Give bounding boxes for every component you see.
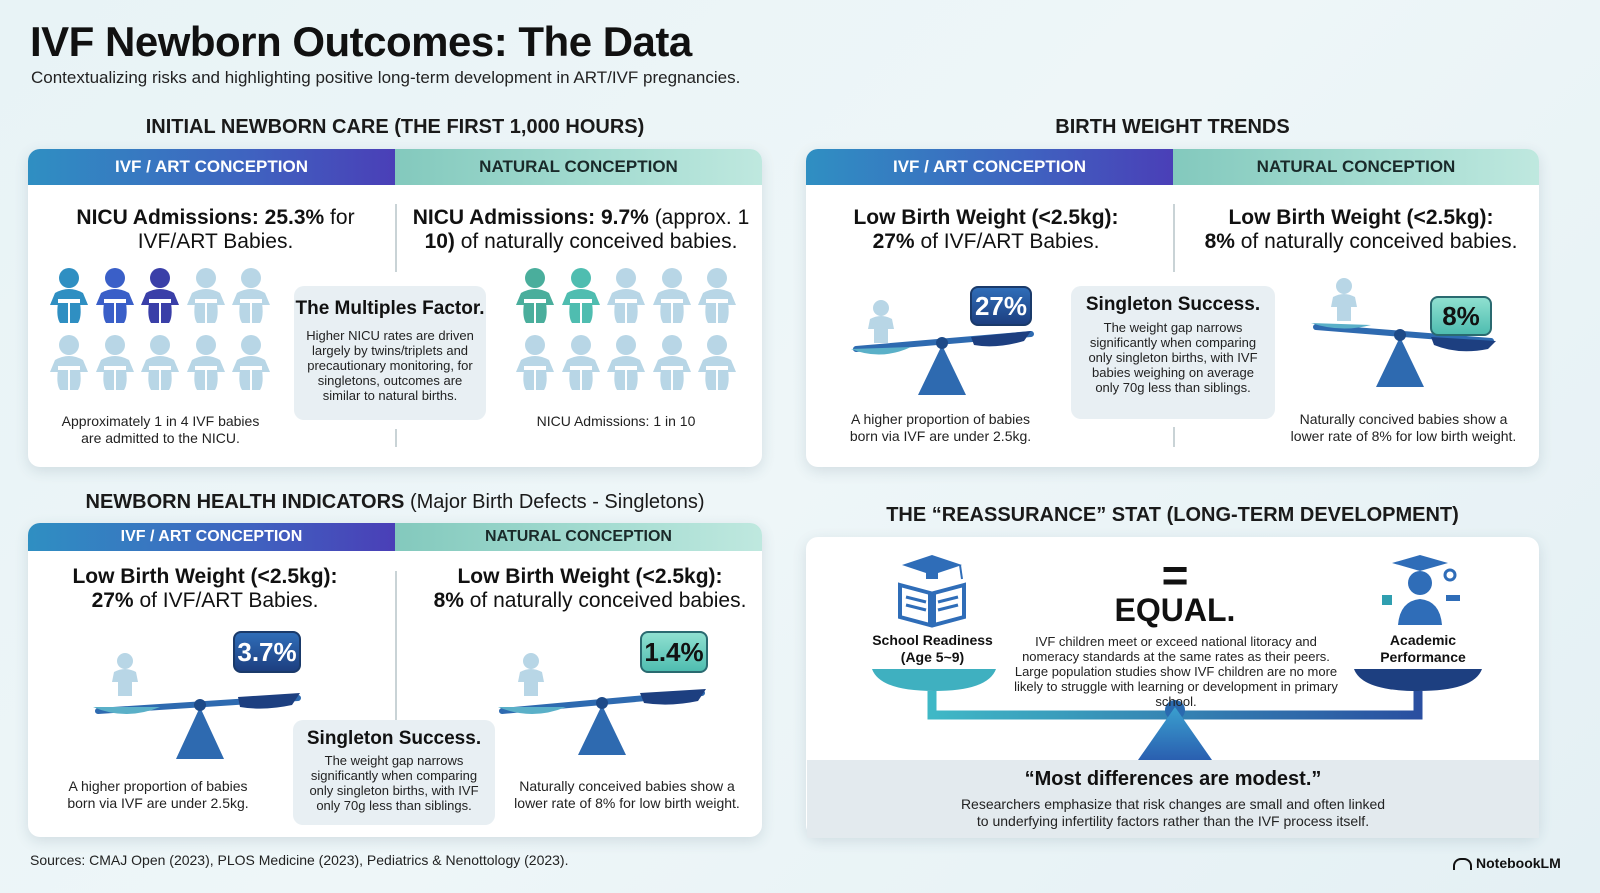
reassurance-title: THE “REASSURANCE” STAT (LONG-TERM DEVELO… (886, 504, 1459, 526)
divider (1173, 204, 1175, 272)
ivf-nicu-caption: Approximately 1 in 4 IVF babies are admi… (61, 413, 260, 446)
callout-title: Singleton Success. (306, 728, 482, 749)
baby-icon (605, 267, 647, 330)
ivf-lbw-scale-icon (851, 331, 1034, 395)
callout-body: Higher NICU rates are driven largely by … (306, 328, 474, 403)
callout-body: The weight gap narrows significantly whe… (309, 753, 479, 813)
health-indicators-title: NEWBORN HEALTH INDICATORS (Major Birth D… (85, 491, 705, 513)
callout-body: The weight gap narrows significantly whe… (1088, 320, 1258, 395)
baby-icon (651, 334, 693, 397)
multiples-factor-callout: The Multiples Factor. Higher NICU rates … (294, 286, 486, 420)
birth-weight-card: IVF / ART CONCEPTION NATURAL CONCEPTION … (806, 149, 1539, 467)
baby-icon (560, 267, 602, 330)
initial-care-title: INITIAL NEWBORN CARE (THE FIRST 1,000 HO… (145, 116, 645, 138)
baby-icon (230, 334, 272, 397)
baby-icon (868, 300, 894, 343)
equal-sign: = (1161, 549, 1189, 601)
school-readiness-label: School Readiness (Age 5~9) (872, 632, 993, 665)
baby-icon (185, 334, 227, 397)
initial-care-card: IVF / ART CONCEPTION NATURAL CONCEPTION … (28, 149, 762, 467)
divider (1173, 427, 1175, 447)
baby-icon (696, 267, 738, 330)
health-nat-stat: Low Birth Weight (<2.5kg):8% of naturall… (433, 565, 747, 612)
baby-icon (48, 334, 90, 397)
brand-label: NotebookLM (1453, 855, 1561, 871)
nat-nicu-stat: NICU Admissions: 9.7% (approx. 1 10) of … (412, 206, 750, 253)
page-title: IVF Newborn Outcomes: The Data (30, 18, 692, 65)
ivf-lbw-caption: A higher proportion of babies born via I… (849, 411, 1032, 444)
health-ivf-caption: A higher proportion of babies born via I… (67, 778, 249, 811)
nat-lbw-badge: 8% (1430, 296, 1492, 336)
baby-icon (139, 334, 181, 397)
notebooklm-logo-icon (1453, 858, 1472, 871)
divider (395, 204, 397, 272)
graduate-person-icon (1382, 555, 1460, 625)
baby-icon (139, 267, 181, 330)
nat-baby-grid (514, 267, 744, 397)
baby-icon (514, 267, 556, 330)
reassurance-scale-icon (872, 555, 1482, 760)
health-indicators-card: IVF / ART CONCEPTION NATURAL CONCEPTION … (28, 523, 762, 837)
modest-quote-body: Researchers emphasize that risk changes … (960, 796, 1386, 829)
equal-word: EQUAL. (1114, 592, 1236, 628)
baby-icon (514, 334, 556, 397)
ivf-lbw-stat: Low Birth Weight (<2.5kg):27% of IVF/ART… (853, 206, 1119, 253)
health-ivf-header: IVF / ART CONCEPTION (28, 523, 395, 551)
nat-lbw-caption: Naturally concived babies show a lower r… (1290, 411, 1517, 444)
callout-title: Singleton Success. (1085, 294, 1261, 315)
baby-icon (696, 334, 738, 397)
baby-icon (1331, 278, 1357, 321)
page-subtitle: Contextualizing risks and highlighting p… (31, 68, 741, 87)
baby-icon (230, 267, 272, 330)
birth-weight-nat-header: NATURAL CONCEPTION (1173, 149, 1539, 185)
health-singleton-callout: Singleton Success. The weight gap narrow… (293, 720, 495, 825)
baby-icon (518, 653, 544, 696)
singleton-success-callout: Singleton Success. The weight gap narrow… (1071, 286, 1275, 419)
health-ivf-badge: 3.7% (233, 631, 301, 673)
baby-icon (605, 334, 647, 397)
divider (395, 571, 397, 736)
health-nat-caption: Naturally conceived babies show a lower … (514, 778, 740, 811)
ivf-nicu-stat: NICU Admissions: 25.3% for IVF/ART Babie… (76, 206, 355, 253)
sources-footnote: Sources: CMAJ Open (2023), PLOS Medicine… (30, 852, 569, 868)
initial-care-nat-header: NATURAL CONCEPTION (395, 149, 762, 185)
modest-quote: “Most differences are modest.” (1024, 768, 1322, 790)
birth-weight-ivf-header: IVF / ART CONCEPTION (806, 149, 1173, 185)
academic-performance-label: Academic Performance (1380, 632, 1466, 665)
health-nat-header: NATURAL CONCEPTION (395, 523, 762, 551)
divider (395, 429, 397, 447)
baby-icon (651, 267, 693, 330)
graduation-book-icon (898, 555, 966, 628)
baby-icon (185, 267, 227, 330)
baby-icon (94, 267, 136, 330)
baby-icon (48, 267, 90, 330)
quote-band (807, 760, 1539, 838)
baby-icon (560, 334, 602, 397)
initial-care-ivf-header: IVF / ART CONCEPTION (28, 149, 395, 185)
health-nat-badge: 1.4% (640, 631, 708, 673)
reassurance-body: IVF children meet or exceed national lit… (1014, 634, 1338, 709)
nat-lbw-stat: Low Birth Weight (<2.5kg):8% of naturall… (1204, 206, 1518, 253)
ivf-lbw-badge: 27% (970, 286, 1032, 326)
health-ivf-scale-icon (93, 693, 301, 759)
nat-nicu-caption: NICU Admissions: 1 in 10 (536, 413, 696, 429)
nat-lbw-scale-icon (1311, 323, 1496, 387)
health-ivf-stat: Low Birth Weight (<2.5kg):27% of IVF/ART… (72, 565, 338, 612)
health-nat-scale-icon (498, 689, 706, 755)
birth-weight-title: BIRTH WEIGHT TRENDS (1055, 116, 1290, 138)
callout-title: The Multiples Factor. (295, 298, 485, 319)
baby-icon (94, 334, 136, 397)
baby-icon (112, 653, 138, 696)
ivf-baby-grid (48, 267, 278, 397)
